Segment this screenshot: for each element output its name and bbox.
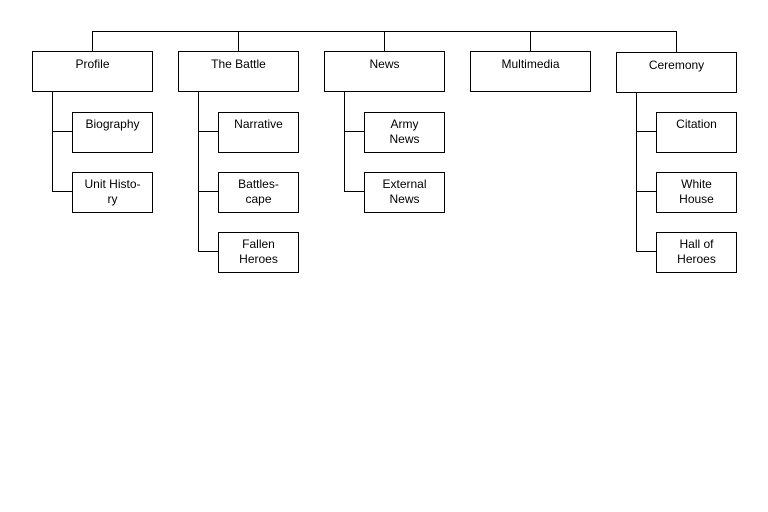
root-connector-battle: [238, 31, 239, 51]
root-connector-profile: [92, 31, 93, 51]
root-connector-multimedia: [530, 31, 531, 51]
ceremony-branch-tick: [636, 131, 656, 132]
node-label: Citation: [676, 117, 717, 131]
node-label: White House: [679, 177, 714, 206]
node-ceremony[interactable]: Ceremony: [616, 52, 737, 93]
node-the-battle[interactable]: The Battle: [178, 51, 299, 92]
node-narrative[interactable]: Narrative: [218, 112, 299, 153]
node-label: News: [369, 57, 400, 71]
battle-branch-tick: [198, 251, 218, 252]
news-branch-tick: [344, 131, 364, 132]
node-external-news[interactable]: External News: [364, 172, 445, 213]
node-label: Profile: [75, 57, 110, 71]
profile-branch-vertical: [52, 91, 53, 192]
node-unit-history[interactable]: Unit Histo- ry: [72, 172, 153, 213]
node-white-house[interactable]: White House: [656, 172, 737, 213]
news-branch-tick: [344, 191, 364, 192]
node-label: Narrative: [234, 117, 283, 131]
node-label: External News: [382, 177, 427, 206]
node-profile[interactable]: Profile: [32, 51, 153, 92]
node-army-news[interactable]: Army News: [364, 112, 445, 153]
profile-branch-tick: [52, 131, 72, 132]
node-label: The Battle: [211, 57, 266, 71]
root-connector-news: [384, 31, 385, 51]
node-label: Ceremony: [648, 58, 705, 72]
node-label: Fallen Heroes: [239, 237, 278, 266]
node-hall-of-heroes[interactable]: Hall of Heroes: [656, 232, 737, 273]
node-battlescape[interactable]: Battles- cape: [218, 172, 299, 213]
node-label: Army News: [389, 117, 420, 146]
node-label: Unit Histo- ry: [84, 177, 141, 206]
battle-branch-tick: [198, 191, 218, 192]
news-branch-vertical: [344, 91, 345, 192]
node-citation[interactable]: Citation: [656, 112, 737, 153]
root-connector-ceremony: [676, 31, 677, 52]
node-news[interactable]: News: [324, 51, 445, 92]
ceremony-branch-vertical: [636, 92, 637, 252]
node-multimedia[interactable]: Multimedia: [470, 51, 591, 92]
node-label: Hall of Heroes: [677, 237, 716, 266]
ceremony-branch-tick: [636, 191, 656, 192]
node-fallen-heroes[interactable]: Fallen Heroes: [218, 232, 299, 273]
node-label: Multimedia: [501, 57, 560, 71]
profile-branch-tick: [52, 191, 72, 192]
battle-branch-tick: [198, 131, 218, 132]
battle-branch-vertical: [198, 91, 199, 252]
node-label: Biography: [85, 117, 140, 131]
ceremony-branch-tick: [636, 251, 656, 252]
node-biography[interactable]: Biography: [72, 112, 153, 153]
node-label: Battles- cape: [238, 177, 279, 206]
